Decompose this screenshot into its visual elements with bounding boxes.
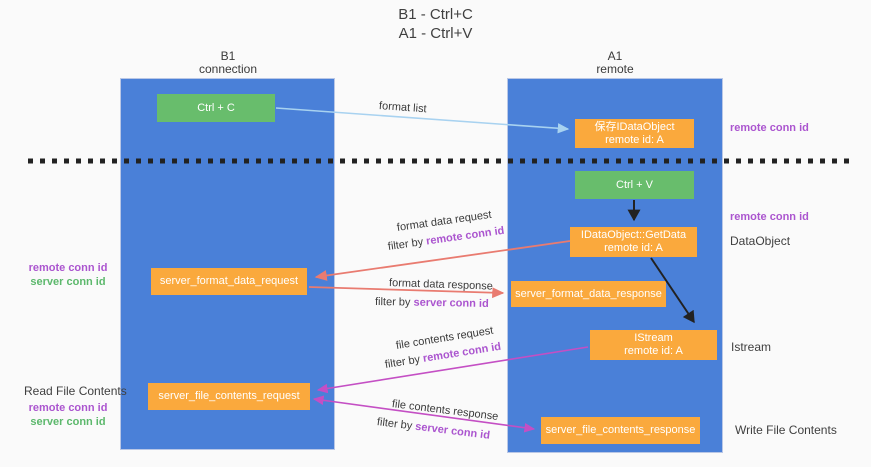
read-file-contents-label: Read File Contents: [24, 384, 127, 398]
remote-conn-id-label: remote conn id: [28, 262, 108, 274]
column-b1-subtitle: connection: [198, 62, 258, 76]
server-format-data-response-box: server_format_data_response: [511, 281, 666, 307]
remote-conn-id-top-label: remote conn id: [730, 122, 809, 134]
server-file-contents-request-box: server_file_contents_request: [148, 383, 310, 410]
ctrl-v-label: Ctrl + V: [616, 178, 653, 191]
remote-conn-id-label: remote conn id: [28, 402, 108, 414]
server-format-data-response-label: server_format_data_response: [515, 287, 662, 300]
server-file-contents-response-label: server_file_contents_response: [545, 424, 696, 436]
ctrl-c-label: Ctrl + C: [197, 101, 235, 114]
server-file-contents-response-box: server_file_contents_response: [541, 417, 700, 444]
filter-by-text: filter by: [384, 353, 421, 371]
column-a1-subtitle: remote: [596, 62, 634, 76]
getdata-line2: remote id: A: [604, 242, 663, 254]
server-format-data-request-label: server_format_data_request: [159, 275, 299, 287]
istream-line1: IStream: [634, 332, 673, 344]
left-conn-id-group-1: remote conn id server conn id: [18, 261, 118, 289]
server-format-data-request-box: server_format_data_request: [151, 268, 307, 295]
filter-by-text: filter by: [374, 296, 411, 309]
column-a1-name: A1: [607, 49, 623, 63]
format-list-label: format list: [378, 100, 427, 116]
istream-box: IStream remote id: A: [590, 330, 717, 360]
server-conn-id-text: server conn id: [414, 420, 491, 442]
column-header-b1: B1 connection: [120, 50, 336, 76]
getdata-line1: IDataObject::GetData: [580, 229, 687, 241]
istream-side-label: Istream: [731, 340, 772, 354]
idataobject-getdata-box: IDataObject::GetData remote id: A: [570, 227, 697, 257]
column-header-a1: A1 remote: [507, 50, 723, 76]
istream-line2: remote id: A: [624, 345, 683, 357]
dataobject-label: DataObject: [730, 234, 791, 248]
save-idataobject-box: 保存IDataObject remote id: A: [575, 119, 694, 148]
write-file-contents-label: Write File Contents: [735, 423, 837, 437]
ctrl-v-box: Ctrl + V: [575, 171, 694, 199]
title-line-1: B1 - Ctrl+C: [398, 6, 473, 23]
format-data-response-label: format data response: [388, 277, 494, 293]
left-conn-id-group-2: remote conn id server conn id: [18, 401, 118, 429]
remote-conn-id-mid-label: remote conn id: [730, 211, 809, 223]
save-idataobject-line1: 保存IDataObject: [594, 120, 675, 133]
server-conn-id-text: server conn id: [413, 296, 489, 310]
filter-by-text: filter by: [387, 236, 424, 253]
server-conn-id-label: server conn id: [30, 416, 106, 428]
diagram-title: B1 - Ctrl+C A1 - Ctrl+V: [0, 5, 871, 43]
save-idataobject-line2: remote id: A: [605, 133, 664, 146]
column-b1-name: B1: [220, 49, 236, 63]
title-line-2: A1 - Ctrl+V: [398, 25, 473, 42]
server-file-contents-request-label: server_file_contents_request: [158, 390, 300, 402]
ctrl-c-box: Ctrl + C: [157, 94, 275, 122]
server-conn-id-label: server conn id: [30, 276, 106, 288]
filter-by-text: filter by: [376, 416, 413, 433]
format-data-response-filter-label: filter by server conn id: [375, 296, 489, 310]
